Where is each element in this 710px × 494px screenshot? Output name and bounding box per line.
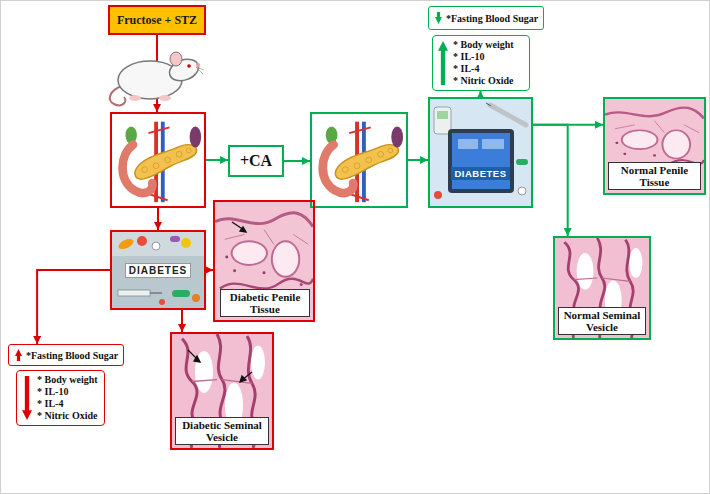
treatment-box: +CA [228,145,284,177]
image-caption: Normal Seminal Vesicle [558,307,646,335]
rat-illustration [170,52,182,66]
image-caption: Normal Penile Tissue [608,162,701,190]
list-body: * Body weight* IL-10* IL-4* Nitric Oxide [453,39,514,87]
trend-arrow [434,11,443,25]
pointer-arrows [240,227,246,232]
list-item: * IL-4 [37,398,98,410]
start-box: Fructose + STZ [108,5,206,35]
rat-illustration [110,52,204,105]
list-item: * IL-4 [453,63,514,75]
micrograph [172,334,272,448]
histology-image: Diabetic Penile Tissue [213,200,315,322]
result-list-box: * Body weight* IL-10* IL-4* Nitric Oxide [16,370,105,426]
list-item: * IL-10 [37,386,98,398]
result-label: *Fasting Blood Sugar [26,350,118,361]
result-list-box: * Body weight* IL-10* IL-4* Nitric Oxide [432,35,530,91]
box-label: +CA [240,152,272,170]
trend-arrow [15,349,22,361]
connector [206,269,213,271]
diabetes-image-box: DIABETES [110,230,206,310]
pancreas-box [310,112,408,208]
connector [533,125,568,236]
rat-illustration [196,67,204,74]
pancreas-illustration [112,114,204,206]
histology-image: Diabetic Seminal Vesicle [170,332,274,450]
histology-image: Normal Penile Tissue [603,97,706,195]
list-item: * Nitric Oxide [453,75,514,87]
diabetes-photo [112,232,204,308]
pointer-arrows [240,376,246,382]
rat-illustration [187,64,191,68]
pancreas-box [110,112,206,208]
box-label: Fructose + STZ [117,13,197,28]
pancreas-illustration [312,114,406,206]
photo-text: DIABETES [125,263,192,278]
trend-arrow [22,376,32,420]
rat-illustration [129,95,141,101]
result-box: *Fasting Blood Sugar [8,344,124,366]
connector [181,310,183,332]
rat-illustration [196,63,200,67]
image-caption: Diabetic Seminal Vesicle [175,417,269,445]
trend-arrow [14,348,23,362]
diabetes-photo [430,99,531,206]
trend-arrow [437,40,449,86]
trend-arrow [21,375,33,421]
connector [157,208,159,230]
list-item: * Body weight [37,374,98,386]
result-box: *Fasting Blood Sugar [428,6,544,30]
micrograph [605,99,704,193]
list-item: * Body weight [453,39,514,51]
connector [408,159,428,161]
histology-image: Normal Seminal Vesicle [553,236,651,340]
connector [284,160,310,162]
result-label: *Fasting Blood Sugar [446,13,538,24]
diabetes-image-box: DIABETES [428,97,533,208]
pointer-arrows [194,356,200,362]
micrograph [215,202,313,320]
connector [37,270,110,344]
list-item: * Nitric Oxide [37,410,98,422]
trend-arrow [435,12,442,24]
micrograph [555,238,649,338]
image-caption: Diabetic Penile Tissue [220,289,310,317]
trend-arrow [438,41,448,85]
photo-text: DIABETES [451,167,509,180]
rat-illustration [159,95,171,101]
list-body: * Body weight* IL-10* IL-4* Nitric Oxide [37,374,98,422]
list-item: * IL-10 [453,51,514,63]
connector [206,159,228,161]
